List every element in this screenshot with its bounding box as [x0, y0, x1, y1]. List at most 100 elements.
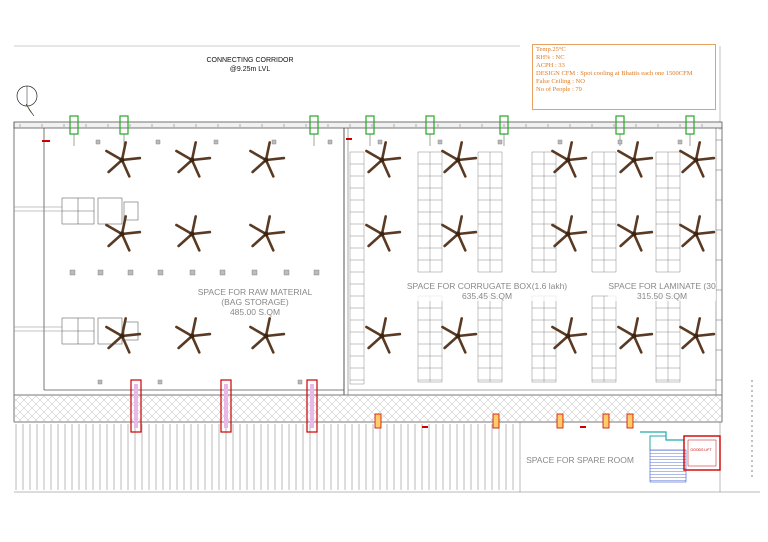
fan-blade: [619, 232, 636, 248]
fan-blade: [566, 215, 574, 236]
fan-blade: [694, 334, 705, 354]
room-label-corrugate-box: SPACE FOR CORRUGATE BOX(1.6 lakh) 635.45…: [402, 281, 572, 301]
column-marker: [95, 139, 101, 145]
fan-blade: [105, 325, 124, 338]
room-label-laminate: SPACE FOR LAMINATE (30 315.50 S.QM: [608, 281, 716, 301]
fan-blade: [105, 223, 124, 236]
fan-blade: [120, 141, 127, 162]
connecting-corridor-label: CONNECTING CORRIDOR @9.25m LVL: [175, 56, 325, 74]
fan-hub: [631, 231, 637, 237]
note-value: : 33: [553, 62, 565, 69]
rack: [417, 151, 443, 273]
fan-blade: [443, 158, 460, 174]
small-unit-body: [556, 413, 564, 429]
rack: [591, 295, 617, 383]
fan-blade: [264, 141, 272, 162]
fan-blade: [679, 149, 698, 162]
unit-core: [224, 384, 228, 428]
fan-blade: [190, 141, 197, 162]
ceiling-fan-icon: [105, 215, 142, 252]
fan-blade: [617, 223, 636, 236]
fan-blade: [566, 317, 574, 338]
fan-blade: [249, 149, 268, 162]
fan-blade: [380, 230, 402, 236]
corridor-line1: CONNECTING CORRIDOR: [206, 57, 294, 64]
fan-blade: [679, 223, 698, 236]
fan-blade: [694, 317, 702, 338]
small-unit: [556, 413, 564, 429]
fan-blade: [456, 215, 464, 236]
fan-blade: [107, 158, 124, 174]
fan-blade: [120, 332, 142, 338]
column-marker: [297, 379, 303, 385]
corrugate-area: 635.45 S.QM: [461, 291, 513, 301]
fan-blade: [632, 141, 640, 162]
fan-blade: [190, 230, 212, 236]
fan-blade: [365, 325, 384, 338]
fan-blade: [632, 334, 643, 354]
laminate-line1: SPACE FOR LAMINATE (30: [608, 281, 716, 291]
unit-core: [310, 384, 314, 428]
column-marker: [377, 139, 383, 145]
fan-hub: [693, 333, 699, 339]
ceiling-fan-icon: [105, 141, 142, 178]
fan-blade: [190, 156, 212, 162]
fan-blade: [456, 317, 464, 338]
column-marker: [97, 269, 104, 276]
small-unit: [626, 413, 634, 429]
fan-hub: [263, 157, 269, 163]
ceiling-fan-icon: [105, 317, 142, 354]
fan-blade: [553, 334, 570, 350]
fan-blade: [264, 230, 286, 236]
fan-blade: [367, 334, 384, 350]
fan-blade: [107, 232, 124, 248]
fan-hub: [565, 333, 571, 339]
storage-racks: [349, 151, 681, 385]
fan-blade: [264, 317, 272, 338]
fan-blade: [632, 317, 640, 338]
ceiling-fan-icon: [249, 215, 286, 252]
fan-blade: [456, 156, 478, 162]
fan-blade: [264, 332, 286, 338]
fan-blade: [380, 141, 388, 162]
note-row: False Ceiling : NO: [536, 78, 712, 86]
note-row: DESIGN CFM : Spot cooling at Bhattis eac…: [536, 70, 712, 78]
ceiling-fan-icon: [441, 141, 478, 178]
fan-blade: [441, 149, 460, 162]
fixture-icon: [365, 115, 375, 146]
room-label-raw-material: SPACE FOR RAW MATERIAL (BAG STORAGE) 485…: [150, 287, 360, 317]
fan-blade: [456, 232, 467, 252]
column-marker: [155, 139, 161, 145]
fan-blade: [619, 334, 636, 350]
fan-blade: [190, 232, 201, 252]
column-marker: [617, 139, 623, 145]
note-row: RH% : NC: [536, 54, 712, 62]
top-fixtures: [69, 115, 695, 146]
lift-text: GOODS LIFT: [690, 448, 712, 452]
fan-blade: [380, 317, 388, 338]
rack: [655, 151, 681, 273]
fan-blade: [120, 230, 142, 236]
ceiling-fan-icon: [441, 317, 478, 354]
column-marker: [97, 379, 103, 385]
fan-blade: [105, 149, 124, 162]
note-key: ACPH: [536, 62, 554, 69]
fan-blade: [632, 215, 640, 236]
fan-blade: [679, 325, 698, 338]
fan-blade: [177, 232, 194, 248]
fan-hub: [379, 157, 385, 163]
fan-hub: [379, 333, 385, 339]
spare-line1: SPACE FOR SPARE ROOM: [526, 455, 634, 465]
fan-blade: [175, 149, 194, 162]
ceiling-fan-icon: [551, 141, 588, 178]
rack-frame: [349, 151, 365, 385]
column-marker: [157, 379, 163, 385]
fan-blade: [175, 223, 194, 236]
fan-blade: [694, 230, 716, 236]
fan-blade: [681, 334, 698, 350]
fan-hub: [565, 157, 571, 163]
column-marker: [557, 139, 563, 145]
fan-blade: [367, 158, 384, 174]
fan-hub: [565, 231, 571, 237]
fan-blade: [120, 317, 127, 338]
